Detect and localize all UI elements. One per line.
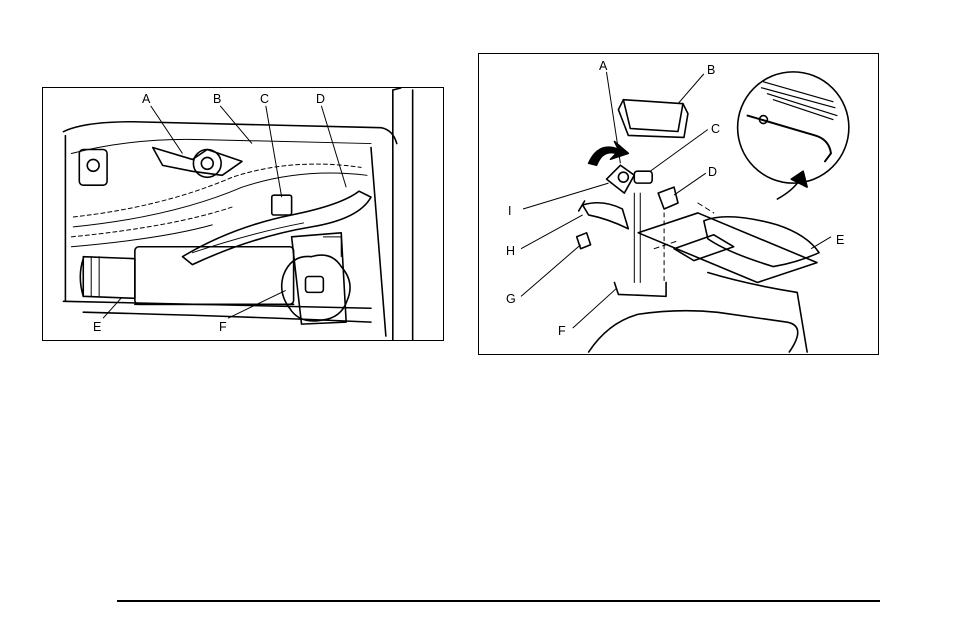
jack-stowage-figure: A B C D E F: [42, 87, 444, 341]
leader-lines: [43, 88, 443, 340]
leader-lines: [479, 54, 878, 354]
jack-tool-kit-figure: A B C D E F G H I: [478, 53, 879, 355]
footer-rule: [117, 600, 880, 602]
